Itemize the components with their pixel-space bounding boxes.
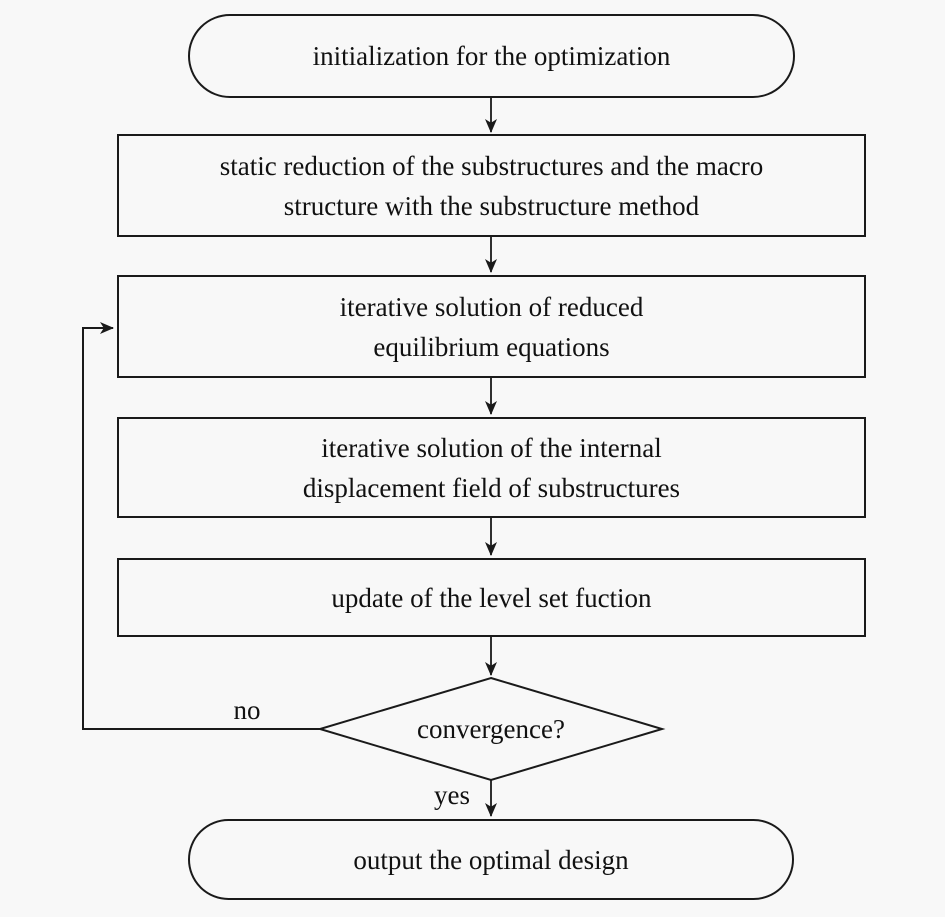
internal-displacement-node: iterative solution of the internal displ…: [117, 417, 866, 518]
arrow-no-loop: [82, 322, 320, 730]
update-level-set-node: update of the level set fuction: [117, 558, 866, 637]
reduced-equilibrium-node: iterative solution of reduced equilibriu…: [117, 275, 866, 378]
yes-edge-label: yes: [434, 780, 470, 810]
static-reduction-node: static reduction of the substructures an…: [117, 134, 866, 237]
start-node: initialization for the optimization: [188, 14, 795, 98]
no-edge-label: no: [233, 695, 261, 725]
output-node: output the optimal design: [188, 819, 794, 900]
convergence-decision-label: convergence?: [417, 714, 565, 744]
